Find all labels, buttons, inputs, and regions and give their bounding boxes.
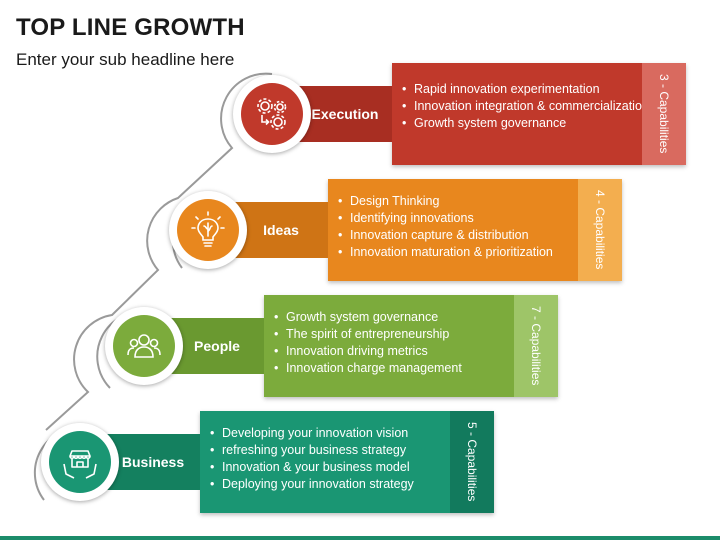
tier-execution-circle [233,75,311,153]
page-subtitle: Enter your sub headline here [16,50,235,69]
tier-people-label: People [194,338,240,354]
tier-business-circle [41,423,119,501]
tier-execution-item: Innovation integration & commercializati… [402,98,686,115]
tier-business-side-label: 5 - Capabilities [465,422,479,502]
tier-people-circle [105,307,183,385]
tier-business-item: Innovation & your business model [210,459,494,476]
people-icon [127,334,161,358]
tier-ideas-box: Design Thinking Identifying innovations … [328,179,622,281]
tier-ideas-side: 4 - Capabilities [578,179,622,281]
tier-execution-item: Rapid innovation experimentation [402,81,686,98]
tier-ideas-item: Identifying innovations [338,210,622,227]
tier-execution-label: Execution [311,106,379,122]
tier-ideas-label: Ideas [263,222,299,238]
tier-people-item: Innovation driving metrics [274,343,558,360]
tier-people-item: Growth system governance [274,309,558,326]
tier-people-item: The spirit of entrepreneurship [274,326,558,343]
bulb-brain-icon [191,211,225,247]
tier-business-item: Developing your innovation vision [210,425,494,442]
tier-ideas-item: Innovation maturation & prioritization [338,244,622,261]
tier-ideas-item: Design Thinking [338,193,622,210]
tier-ideas-side-label: 4 - Capabilities [593,190,607,270]
shop-hands-icon [63,450,97,479]
tier-business-box: Developing your innovation vision refres… [200,411,494,513]
tier-business-item: refreshing your business strategy [210,442,494,459]
tier-people-side-label: 7 - Capabilities [529,306,543,386]
tier-execution-side: 3 - Capabilities [642,63,686,165]
tier-ideas-item: Innovation capture & distribution [338,227,622,244]
tier-business-label: Business [121,454,185,470]
tier-people-box: Growth system governance The spirit of e… [264,295,558,397]
tier-people-side: 7 - Capabilities [514,295,558,397]
gears-icon [257,98,287,130]
tier-business-item: Deploying your innovation strategy [210,476,494,493]
bottom-accent-band [0,536,720,540]
tier-ideas-circle [169,191,247,269]
page-title: TOP LINE GROWTH [16,14,245,41]
tier-execution-item: Growth system governance [402,115,686,132]
tier-people-item: Innovation charge management [274,360,558,377]
tier-execution-box: Rapid innovation experimentation Innovat… [392,63,686,165]
tier-execution-side-label: 3 - Capabilities [657,74,671,154]
tier-business-side: 5 - Capabilities [450,411,494,513]
